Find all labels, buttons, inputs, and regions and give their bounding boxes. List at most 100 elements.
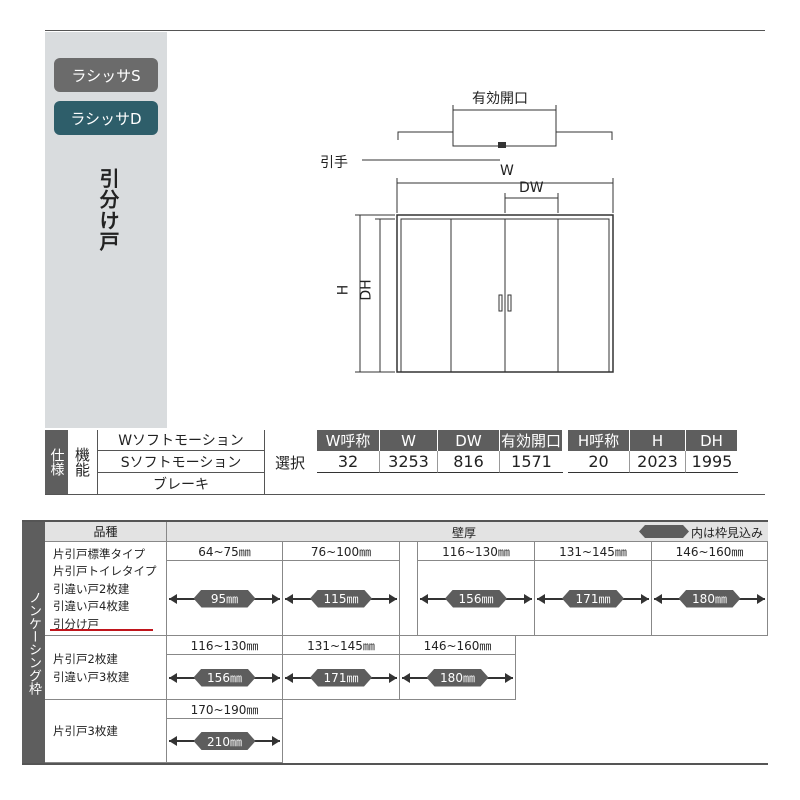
- arrow-left-icon: [402, 672, 410, 683]
- arrow-right-icon: [757, 593, 765, 604]
- dimension-arrow: 210㎜: [169, 732, 280, 750]
- frame-depth-badge: 95㎜: [194, 590, 256, 608]
- spec-bottom-rule: [45, 494, 765, 495]
- arrow-right-icon: [389, 672, 397, 683]
- side-panel: [45, 32, 167, 428]
- arrow-right-icon: [505, 672, 513, 683]
- type-name: 引分け戸: [53, 616, 99, 631]
- frame-depth-badge: 156㎜: [194, 669, 256, 687]
- arrow-left-icon: [169, 736, 177, 746]
- wall-cell: 76~100㎜ 115㎜: [283, 542, 400, 636]
- door-diagram: [355, 105, 614, 373]
- spec-value: 816: [438, 451, 500, 473]
- handle-label: 引手: [320, 155, 348, 171]
- wall-cell: 146~160㎜ 180㎜: [652, 542, 768, 636]
- frame-bottom-rule: [22, 763, 768, 765]
- arrow-left-icon: [285, 593, 293, 604]
- spec-value: 1571: [500, 451, 563, 473]
- dimension-arrow: 156㎜: [420, 590, 532, 608]
- type-name: 引違い戸2枚建: [53, 581, 130, 596]
- dimension-arrow: 171㎜: [537, 590, 649, 608]
- spec-value: 32: [317, 451, 380, 473]
- wall-range: 146~160㎜: [652, 542, 767, 561]
- wall-cell: 131~145㎜ 171㎜: [283, 636, 400, 700]
- dimension-arrow: 171㎜: [285, 669, 397, 687]
- frame-depth-badge: 210㎜: [194, 732, 256, 750]
- door-type-title: 引分け戸: [96, 168, 120, 252]
- type-name: 引違い戸4枚建: [53, 599, 130, 614]
- dimension-arrow: 180㎜: [402, 669, 513, 687]
- frame-depth-badge: 115㎜: [310, 590, 372, 608]
- arrow-right-icon: [272, 593, 280, 604]
- arrow-left-icon: [420, 593, 428, 604]
- spec-value: 2023: [630, 451, 686, 473]
- type-header: 品種: [45, 522, 167, 542]
- wall-range: 131~145㎜: [535, 542, 651, 561]
- spec-header: DW: [438, 430, 500, 451]
- type-list: 片引戸3枚建: [45, 700, 167, 763]
- dw-label: DW: [519, 180, 544, 196]
- spec-header: W: [380, 430, 438, 451]
- option-brake: ブレーキ: [98, 473, 265, 494]
- arrow-right-icon: [524, 593, 532, 604]
- arrow-left-icon: [537, 593, 545, 604]
- wall-cell: 131~145㎜ 171㎜: [535, 542, 652, 636]
- type-name: 片引戸標準タイプ: [53, 546, 145, 561]
- arrow-left-icon: [169, 672, 177, 683]
- dh-label: DH: [358, 279, 375, 301]
- frame-side-label: ノンケーシング枠: [22, 522, 45, 763]
- dimension-arrow: 156㎜: [169, 669, 280, 687]
- spec-value: 1995: [686, 451, 738, 473]
- type-list: 片引戸2枚建引違い戸3枚建: [45, 636, 167, 700]
- type-name: 片引戸トイレタイプ: [53, 564, 157, 579]
- wall-range: 116~130㎜: [418, 542, 534, 561]
- function-label: 機能: [68, 430, 98, 494]
- frame-depth-badge: 156㎜: [445, 590, 507, 608]
- frame-depth-badge: 180㎜: [427, 669, 489, 687]
- spec-header: DH: [686, 430, 738, 451]
- dimension-arrow: 115㎜: [285, 590, 397, 608]
- spec-value: 20: [568, 451, 630, 473]
- option-w-soft-motion: Wソフトモーション: [98, 430, 265, 451]
- badge-lasissa-d[interactable]: ラシッサD: [54, 101, 158, 135]
- spec-header: H: [630, 430, 686, 451]
- type-name: 片引戸3枚建: [53, 724, 118, 739]
- arrow-left-icon: [169, 593, 177, 604]
- arrow-right-icon: [641, 593, 649, 604]
- wall-range: 76~100㎜: [283, 542, 399, 561]
- type-name: 引違い戸3枚建: [53, 669, 130, 684]
- wall-cell: 64~75㎜ 95㎜: [167, 542, 283, 636]
- spec-label: 仕様: [45, 430, 68, 494]
- wall-header: 壁厚 内は枠見込み: [167, 522, 768, 542]
- wall-range: 170~190㎜: [167, 700, 282, 719]
- frame-depth-badge: 171㎜: [562, 590, 624, 608]
- arrow-right-icon: [272, 672, 280, 683]
- option-s-soft-motion: Sソフトモーション: [98, 451, 265, 473]
- top-rule: [45, 30, 765, 31]
- wall-range: 146~160㎜: [400, 636, 515, 655]
- legend-pill-icon: [639, 525, 689, 538]
- arrow-left-icon: [654, 593, 662, 604]
- wall-cell: 146~160㎜ 180㎜: [400, 636, 516, 700]
- effective-opening-label: 有効開口: [472, 91, 528, 107]
- spacer-cell: [400, 542, 418, 636]
- arrow-right-icon: [272, 736, 280, 746]
- arrow-right-icon: [389, 593, 397, 604]
- type-list: 片引戸標準タイプ片引戸トイレタイプ引違い戸2枚建引違い戸4枚建引分け戸: [45, 542, 167, 636]
- arrow-left-icon: [285, 672, 293, 683]
- wall-range: 116~130㎜: [167, 636, 282, 655]
- type-name: 片引戸2枚建: [53, 652, 118, 666]
- frame-depth-badge: 180㎜: [679, 590, 741, 608]
- select-label: 選択: [274, 453, 305, 472]
- wall-range: 64~75㎜: [167, 542, 282, 561]
- wall-cell: 116~130㎜ 156㎜: [418, 542, 535, 636]
- spec-header: W呼称: [317, 430, 380, 451]
- wall-header-label: 壁厚: [452, 526, 477, 540]
- spec-value: 3253: [380, 451, 438, 473]
- selected-underline: [50, 629, 153, 631]
- dimension-arrow: 180㎜: [654, 590, 765, 608]
- h-label: H: [335, 284, 352, 296]
- wall-cell: 116~130㎜ 156㎜: [167, 636, 283, 700]
- badge-lasissa-s[interactable]: ラシッサS: [54, 58, 158, 92]
- spec-header: H呼称: [568, 430, 630, 451]
